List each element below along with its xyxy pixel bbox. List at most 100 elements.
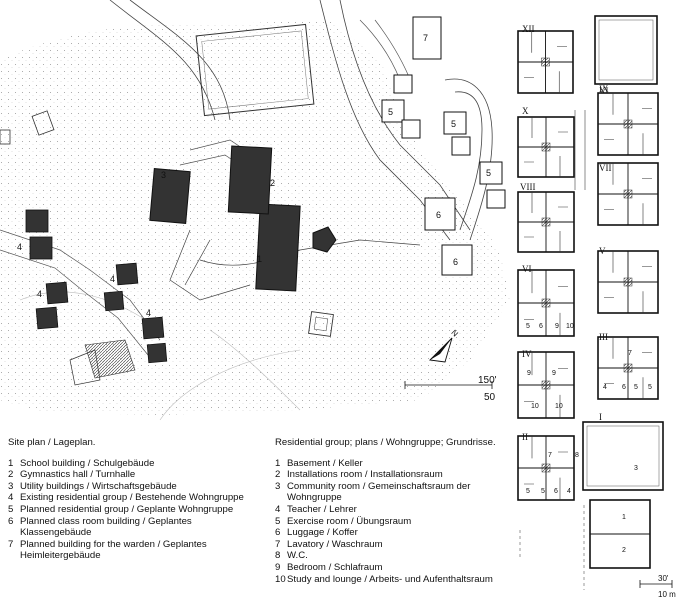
- floor-plan-outline: [594, 15, 658, 85]
- room-label: 9: [555, 323, 559, 330]
- room-label: 10: [555, 403, 563, 410]
- legend-item-text: Planned residential group / Geplante Woh…: [20, 503, 234, 515]
- legend-item-number: 4: [8, 492, 14, 504]
- room-label: 6: [554, 488, 558, 495]
- legend-item-text: Exercise room / Übungsraum: [287, 515, 412, 527]
- room-label: 10: [566, 323, 574, 330]
- floor-scale-meters: 10 m: [658, 590, 676, 599]
- legend-item-text: Utility buildings / Wirtschaftsgebäude: [20, 480, 177, 492]
- pentagon-building: [312, 226, 337, 253]
- furniture-lines: [604, 93, 652, 155]
- north-arrow: N: [429, 328, 460, 363]
- existing-residential-groups: [25, 209, 168, 364]
- label-planned-res-a: 5: [388, 107, 393, 117]
- legend-item-text: Community room / Gemeinschaftsraum der W…: [287, 480, 471, 504]
- floor-level-label: I: [599, 412, 602, 422]
- furniture-lines: [524, 31, 567, 93]
- floor-plan-level: V: [597, 246, 659, 314]
- floor-level-label: VIII: [520, 182, 536, 192]
- floor-plan-level: II: [517, 432, 575, 501]
- floor-scale-feet: 30': [658, 574, 669, 583]
- legend-item-text: Lavatory / Waschraum: [287, 538, 383, 550]
- floor-plan-level: I: [582, 412, 664, 491]
- room-label: 5: [526, 323, 530, 330]
- warden-building: [412, 16, 442, 60]
- legend-item: 6 Planned class room building / Geplantes…: [8, 516, 258, 539]
- floor-plan-level: III: [597, 332, 659, 400]
- legend-item-number: 3: [275, 480, 281, 492]
- planned-residential-a: [381, 99, 405, 123]
- legend-item-number: 7: [275, 538, 281, 550]
- floor-plan-scale-bar: 30' 10 m: [639, 574, 676, 599]
- classroom-building-a: [424, 197, 456, 231]
- legend-item-text: Bedroom / Schlafraum: [287, 561, 383, 573]
- floor-level-label: IX: [599, 84, 609, 94]
- legend-item-text: Gymnastics hall / Turnhalle: [20, 469, 136, 481]
- room-label: 5: [526, 488, 530, 495]
- access-road: [109, 0, 471, 241]
- furniture-lines: [524, 192, 568, 252]
- stair-core: [541, 380, 551, 390]
- legend-item-number: 1: [275, 457, 281, 469]
- floor-plan-room-labels: 5 6 9 10 7 4 6 5 5 9 9 10 10 3 7 8 5 5 6…: [526, 323, 652, 554]
- stair-core: [541, 57, 550, 67]
- school-building: [255, 203, 301, 292]
- legend-item-number: 6: [8, 515, 14, 527]
- room-label: 5: [648, 384, 652, 391]
- floor-plan-outline: [582, 421, 664, 491]
- legend-item: 3 Community room / Gemeinschaftsraum der …: [275, 481, 515, 504]
- stair-core: [623, 363, 633, 373]
- legend-item-number: 1: [8, 457, 14, 469]
- stair-core: [623, 119, 633, 129]
- floor-plan-level: XI: [594, 15, 658, 96]
- room-label: 5: [541, 488, 545, 495]
- inner-outline: [586, 425, 660, 487]
- legend-item-text: Existing residential group / Bestehende …: [20, 492, 244, 504]
- room-label: 9: [527, 370, 531, 377]
- room-label: 4: [567, 488, 571, 495]
- legend-item-text: Installations room / Installationsraum: [287, 469, 443, 481]
- room-label: 6: [622, 384, 626, 391]
- site-plan: 1 2 3 4 4 4 4 5 5 5 6 6 7 N 150' 50: [0, 0, 510, 421]
- floor-level-label: III: [599, 332, 608, 342]
- label-existing-a: 4: [17, 242, 22, 252]
- label-existing-d: 4: [146, 308, 151, 318]
- legend-item-text: Luggage / Koffer: [287, 527, 358, 539]
- legend-item-text: Planned class room building / Geplantes …: [20, 515, 192, 539]
- furniture-lines: [524, 352, 568, 418]
- label-gym: 2: [270, 178, 275, 188]
- room-label: 6: [539, 323, 543, 330]
- legend-item: 7 Lavatory / Waschraum: [275, 539, 515, 551]
- legend-item-text: Study and lounge / Arbeits- und Aufentha…: [287, 573, 493, 585]
- floor-plan-level: VIII: [517, 182, 575, 253]
- legend-item-text: School building / Schulgebäude: [20, 457, 155, 469]
- floor-level-label: XI: [599, 86, 609, 96]
- stair-core: [623, 189, 633, 199]
- room-label: 3: [634, 465, 638, 472]
- floor-plan-level: IX: [597, 84, 659, 156]
- legend-item: 2 Gymnastics hall / Turnhalle: [8, 469, 258, 481]
- label-warden: 7: [423, 33, 428, 43]
- utility-building: [149, 167, 191, 225]
- legend-item-number: 2: [275, 469, 281, 481]
- room-label: 2: [622, 547, 626, 554]
- stair-core: [541, 217, 551, 227]
- label-classroom-b: 6: [453, 257, 458, 267]
- label-existing-c: 4: [37, 289, 42, 299]
- floor-level-label: VII: [599, 163, 612, 173]
- planned-residential-b: [443, 111, 467, 135]
- legend-item-number: 2: [8, 469, 14, 481]
- stair-core: [541, 142, 551, 152]
- residential-plans-legend: Residential group; plans / Wohngruppe; G…: [275, 437, 515, 585]
- residential-legend-title: Residential group; plans / Wohngruppe; G…: [275, 437, 496, 448]
- furniture-lines: [604, 251, 652, 313]
- furniture-lines: [524, 270, 568, 336]
